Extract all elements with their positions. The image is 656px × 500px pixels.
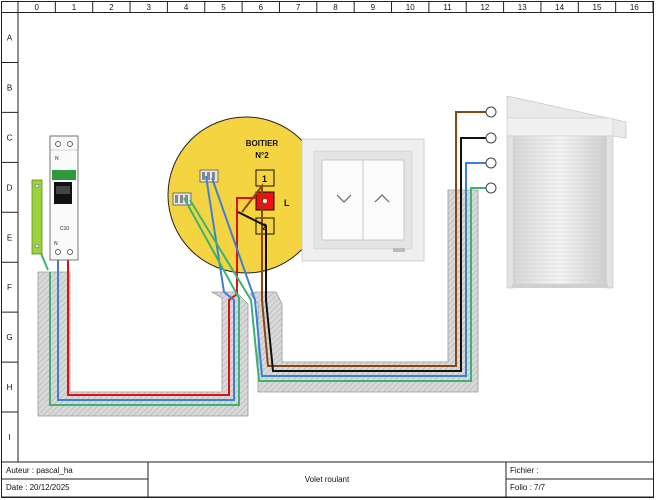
terminal-1-box [255,169,275,187]
column-label: 3 [147,3,152,12]
column-label: 8 [333,3,338,12]
column-label: 14 [555,3,564,12]
row-label: I [8,433,10,442]
breaker-n-label: N [55,156,59,162]
column-label: 10 [406,3,415,12]
shutter-terminal-black [485,132,497,144]
column-label: 2 [109,3,114,12]
up-arrow-icon [374,194,390,203]
row-label: B [7,83,12,92]
wire-green-right [189,187,487,382]
title-block-author: Auteur : pascal_ha [6,466,73,475]
column-label: 1 [72,3,77,12]
row-label: A [7,33,13,42]
row-label: F [7,283,12,292]
terminal-l-label: L [284,198,290,208]
column-label: 12 [480,3,489,12]
title-block-folio: Folio : 7/7 [510,483,546,492]
title-block-file: Fichier : [510,466,538,475]
column-label: 11 [443,3,452,12]
terminal-1-label: 1 [262,174,267,184]
shutter-terminal-brown [485,106,497,118]
shutter-terminal-blue [485,157,497,169]
row-label: E [7,233,12,242]
terminal-l-screw [263,199,267,203]
column-label: 13 [518,3,527,12]
row-label: D [7,183,13,192]
wire-red-phase [67,197,256,396]
wire-green-earth [49,197,240,406]
row-label: C [7,133,13,142]
column-label: 4 [184,3,189,12]
column-label: 6 [259,3,264,12]
breaker-rating: C10 [60,226,69,232]
shutter-terminal-green [485,182,497,194]
row-label: G [6,333,12,342]
row-header: A B C D E F G H I [1,12,19,462]
row-label: H [7,383,13,392]
wago-connector-right [199,169,219,183]
breaker-bottom-n: N [54,241,58,247]
wire-black [237,137,487,372]
wago-connector-left [172,192,192,206]
wire-blue-neutral [57,175,235,401]
title-block-title: Volet roulant [305,475,350,484]
junction-box-title-line1: BOITIER [246,139,279,148]
junction-box-title-line2: N°2 [255,151,269,160]
column-label: 7 [296,3,301,12]
wire-brown [241,111,487,367]
title-block: Auteur : pascal_ha Date : 20/12/2025 Vol… [1,461,654,498]
column-label: 0 [34,3,39,12]
column-label: 16 [630,3,639,12]
wire-blue-right [211,162,487,377]
terminal-2-label: 2 [262,222,267,232]
column-label: 15 [593,3,602,12]
roller-shutter [506,95,627,289]
down-arrow-icon [336,194,352,203]
earth-bar [31,179,43,255]
column-label: 5 [221,3,226,12]
column-label: 9 [371,3,376,12]
title-block-date: Date : 20/12/2025 [6,483,70,492]
shutter-switch [301,138,425,262]
circuit-breaker: N C10 N [49,135,79,261]
